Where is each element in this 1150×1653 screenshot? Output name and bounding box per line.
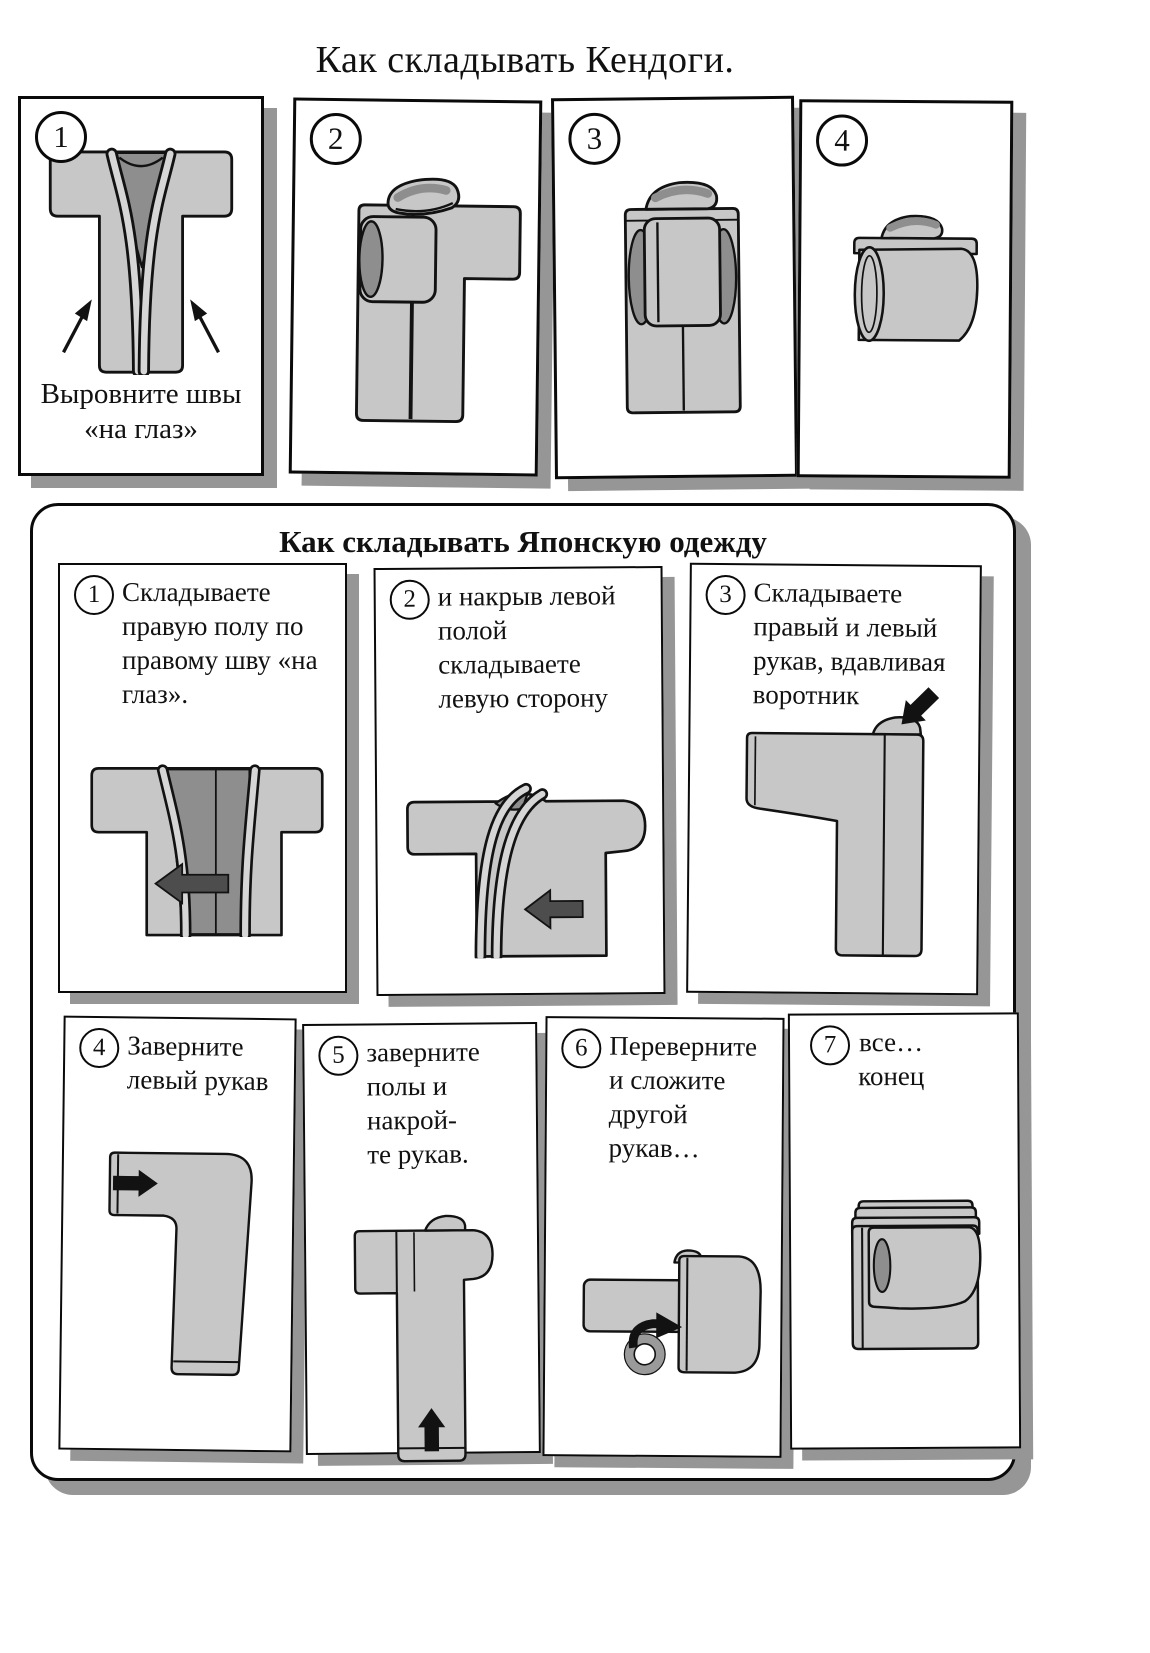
wrap-right-arrow-icon [112, 1169, 158, 1197]
section-title: Как складывать Японскую одежду [279, 524, 767, 559]
step-number-badge: 2 [389, 579, 430, 620]
page-title: Как складывать Кендоги. [315, 39, 735, 81]
japanese-clothes-section: Как складывать Японскую одежду 1 Складыв… [30, 503, 1022, 1481]
step-number-badge: 4 [79, 1027, 120, 1069]
step-number-badge: 4 [815, 114, 869, 167]
fold-left-arrow-icon [523, 888, 584, 930]
step-number-badge: 3 [568, 112, 621, 166]
japanese-step-3-panel: 3 Складываете правый и левый рукав, вдав… [686, 562, 982, 996]
step-number-badge: 6 [561, 1028, 602, 1069]
flip-over-illustration [582, 1249, 762, 1376]
step-number-badge: 1 [35, 111, 87, 163]
step-text: заверните полы и накрой- те рукав. [366, 1036, 480, 1170]
step-number-badge: 3 [705, 574, 746, 616]
step-text: Заверните левый рукав [126, 1030, 269, 1097]
step-caption: Выровните швы «на глаз» [40, 378, 242, 445]
kendogi-step-3-panel: 3 [551, 95, 798, 480]
japanese-step-7-panel: 7 все… конец [787, 1012, 1022, 1450]
step-text: Складываете правый и левый рукав, вдавли… [752, 577, 946, 711]
wrap-left-sleeve-illustration [107, 1151, 253, 1377]
japanese-step-1-panel: 1 Складываете правую полу по правому шву… [58, 563, 347, 993]
step-text: все… конец [858, 1026, 925, 1092]
step-text: Переверните и сложите другой рукав… [608, 1030, 758, 1164]
kendogi-step-4-panel: 4 [796, 99, 1014, 479]
press-collar-black-arrow-icon [901, 687, 940, 725]
japanese-step-5-panel: 5 заверните полы и накрой- те рукав. [302, 1021, 541, 1463]
kendogi-step-1-panel: 1 Выровните швы «на глаз» [18, 96, 264, 476]
step-number-badge: 1 [74, 575, 114, 615]
fold-up-arrow-icon [417, 1408, 445, 1452]
fold-left-arrow-icon [154, 862, 230, 905]
press-collar-illustration [745, 687, 940, 958]
align-arrow-left-icon [62, 299, 92, 354]
step-number-badge: 5 [318, 1035, 359, 1076]
step-text: и накрыв левой полой складываете левую с… [437, 580, 616, 714]
wrap-hem-illustration [353, 1214, 494, 1463]
kimono-front-illustration [48, 147, 234, 375]
finished-bundle-illustration [850, 1199, 981, 1351]
cover-left-panel-illustration [406, 782, 647, 959]
japanese-step-6-panel: 6 Переверните и сложите другой рукав… [542, 1016, 785, 1458]
japanese-step-2-panel: 2 и накрыв левой полой складываете левую… [373, 565, 666, 997]
fold-right-panel-illustration [90, 764, 324, 938]
align-arrow-right-icon [190, 299, 220, 354]
step-text: Складываете правую полу по правому шву «… [122, 577, 318, 710]
folded-bundle-illustration [852, 214, 979, 343]
japanese-step-4-panel: 4 Заверните левый рукав [58, 1015, 297, 1453]
flip-curl-arrow-icon [628, 1312, 683, 1349]
step-number-badge: 7 [809, 1025, 851, 1066]
kendogi-step-2-panel: 2 [288, 97, 543, 477]
both-sleeves-folded-illustration [623, 180, 742, 415]
left-sleeve-folded-illustration [354, 177, 522, 424]
